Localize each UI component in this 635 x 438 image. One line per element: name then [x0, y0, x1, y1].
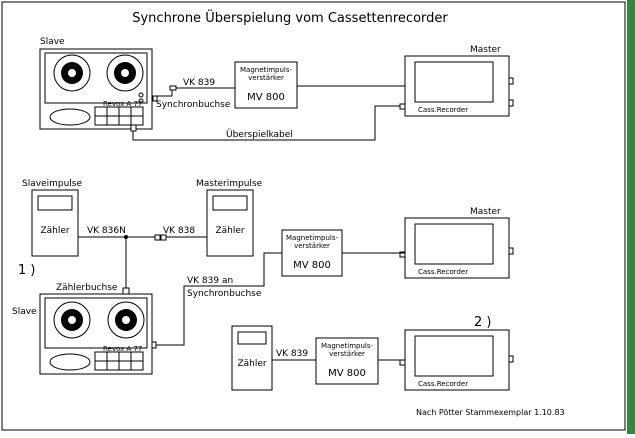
s1-deck-brand: Revox A 77 — [103, 100, 142, 108]
s1-slave-label: Slave — [40, 37, 65, 47]
s3-vk839-label: VK 839 — [276, 349, 308, 359]
diagram-title: Synchrone Überspielung vom Cassettenreco… — [132, 9, 448, 26]
s3-cassette-recorder: Cass.Recorder — [399, 329, 514, 391]
s2-right-reel — [107, 301, 145, 339]
s1-recorder-label: Cass.Recorder — [418, 106, 468, 114]
s3-counter: Zähler — [231, 325, 273, 391]
s2-amplifier: Magnetimpuls- verstärker MV 800 — [281, 229, 343, 277]
s1-amp-line1: Magnetimpuls- — [240, 66, 292, 74]
s2-cassette-recorder: Cass.Recorder — [399, 217, 514, 279]
footer-note: Nach Pötter Stammexemplar 1.10.83 — [416, 408, 565, 417]
s2-deck-brand: Revox A 77 — [103, 345, 142, 353]
s3-counter-label: Zähler — [237, 359, 266, 369]
s1-cable-vk839-label: VK 839 — [183, 78, 215, 88]
s1-master-label: Master — [470, 45, 501, 55]
s2-tape-deck: Revox A 77 — [39, 287, 157, 375]
s3-amplifier: Magnetimpuls- verstärker MV 800 — [315, 337, 379, 385]
s1-right-reel — [106, 54, 144, 92]
s1-cable-vk839 — [154, 87, 235, 97]
s2-vk839-to-label: VK 839 an — [187, 276, 233, 286]
s1-dub-cable-label: Überspielkabel — [226, 129, 293, 140]
s2-number: 1 ) — [18, 263, 35, 278]
s2-vk838-label: VK 838 — [163, 226, 195, 236]
s1-dub-cable — [132, 105, 400, 141]
right-border — [627, 0, 635, 434]
s1-plug — [169, 85, 177, 91]
s2-recorder-label: Cass.Recorder — [418, 268, 468, 276]
s2-amp-line1: Magnetimpuls- — [286, 234, 338, 242]
s2-slave-label: Slave — [12, 307, 37, 317]
s1-sync-socket-label: Synchronbuchse — [156, 100, 231, 110]
s3-number: 2 ) — [474, 315, 491, 330]
s2-left-reel — [53, 301, 91, 339]
s2-amp-line2: verstärker — [294, 242, 330, 250]
page-border — [1, 1, 626, 431]
s3-amp-model: MV 800 — [328, 368, 366, 379]
s1-amplifier: Magnetimpuls- verstärker MV 800 — [234, 61, 298, 109]
s2-slave-impulse-label: Slaveimpulse — [22, 179, 82, 189]
s2-sync-socket-label: Synchronbuchse — [187, 289, 262, 299]
s1-cassette-recorder: Cass.Recorder — [399, 55, 514, 117]
s1-amp-line2: verstärker — [248, 74, 284, 82]
s3-amp-line1: Magnetimpuls- — [321, 342, 373, 350]
s2-counter-slave: Zähler — [31, 189, 79, 257]
s2-cable-vk839 — [156, 252, 282, 346]
s1-amp-model: MV 800 — [247, 92, 285, 103]
s2-counter-master: Zähler — [206, 189, 254, 257]
s2-amp-model: MV 800 — [293, 260, 331, 271]
s2-counter-slave-label: Zähler — [40, 226, 69, 236]
s1-tape-deck: Revox A 77 — [39, 48, 158, 130]
s3-recorder-label: Cass.Recorder — [418, 380, 468, 388]
s2-master-label: Master — [470, 207, 501, 217]
s2-counter-socket-label: Zählerbuchse — [56, 283, 118, 293]
s2-master-impulse-label: Masterimpulse — [196, 179, 263, 189]
s2-vk836n-label: VK 836N — [87, 226, 126, 236]
s1-left-reel — [53, 54, 91, 92]
s2-counter-master-label: Zähler — [215, 226, 244, 236]
s3-amp-line2: verstärker — [329, 350, 365, 358]
